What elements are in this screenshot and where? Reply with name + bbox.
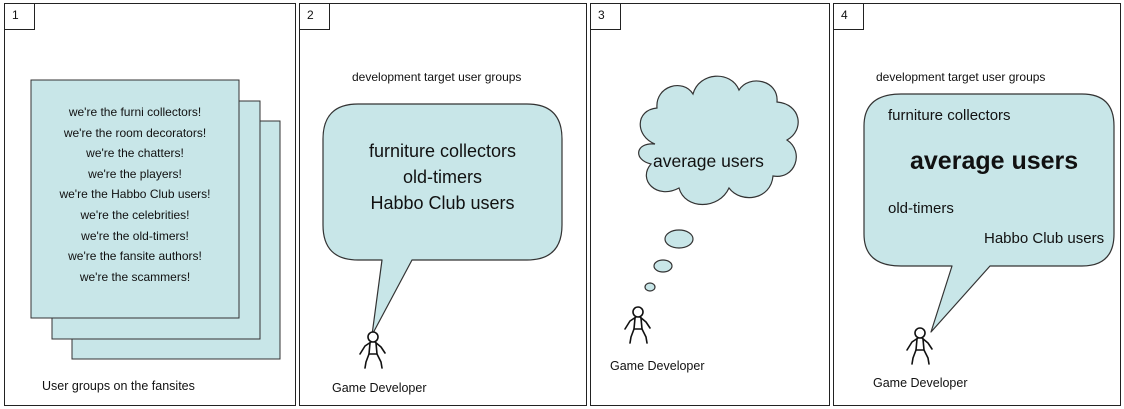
bubble-line: old-timers	[402, 167, 482, 187]
stick-figure-icon	[624, 306, 651, 344]
card-front	[30, 79, 240, 319]
speech-bubble	[322, 103, 563, 336]
bubble-text: furniture collectors old-timers Habbo Cl…	[323, 138, 562, 216]
card-line: we're the celebrities!	[80, 207, 190, 222]
card-line: we're the players!	[88, 166, 182, 181]
item-habbo-club-users: Habbo Club users	[984, 230, 1105, 247]
panel-number: 1	[5, 4, 35, 30]
card-line: we're the scammers!	[79, 269, 191, 284]
card-line: we're the Habbo Club users!	[59, 187, 211, 202]
stacked-cards	[30, 79, 281, 360]
card-line: we're the old-timers!	[81, 228, 189, 243]
stick-figure-icon	[906, 327, 933, 365]
panel-number: 4	[834, 4, 864, 30]
panel-3: 3 average users Game Developer	[590, 3, 830, 406]
card-line: we're the chatters!	[86, 146, 184, 161]
bubble-line: Habbo Club users	[370, 193, 515, 213]
panel-2: 2 development target user groups furnitu…	[299, 3, 587, 406]
card-text: we're the furni collectors! we're the ro…	[31, 102, 239, 287]
panel-heading: development target user groups	[352, 70, 522, 84]
panel-number: 3	[591, 4, 621, 30]
panel-number: 2	[300, 4, 330, 30]
panel-caption: Game Developer	[610, 359, 705, 373]
panel-caption: User groups on the fansites	[42, 379, 195, 393]
thought-text: average users	[653, 151, 764, 171]
panel-heading: development target user groups	[876, 70, 1046, 84]
item-furniture-collectors: furniture collectors	[888, 107, 1011, 124]
thought-cloud	[638, 75, 799, 292]
stick-figure-icon	[359, 331, 386, 369]
panel-caption: Game Developer	[332, 381, 427, 395]
panel-caption: Game Developer	[873, 376, 968, 390]
card-line: we're the fansite authors!	[68, 249, 202, 264]
bubble-line: furniture collectors	[368, 141, 517, 161]
card-line: we're the room decorators!	[63, 125, 207, 140]
panel-1: 1 we're the furni collectors! we're the …	[4, 3, 296, 406]
panel-4: 4 development target user groups furnitu…	[833, 3, 1121, 406]
item-average-users: average users	[910, 147, 1079, 175]
item-old-timers: old-timers	[888, 200, 954, 217]
card-line: we're the furni collectors!	[68, 105, 202, 119]
speech-bubble	[863, 93, 1115, 333]
